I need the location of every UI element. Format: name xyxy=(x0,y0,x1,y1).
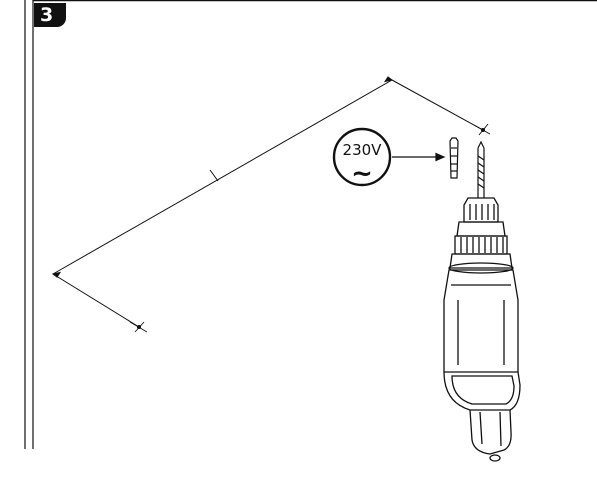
arrow-to-plug xyxy=(392,152,446,162)
drill-bit-icon xyxy=(477,140,485,198)
dimension-line xyxy=(51,76,484,328)
step-number-badge: 3 xyxy=(34,3,66,27)
drill-body xyxy=(443,197,521,462)
ac-symbol: ~ xyxy=(351,159,373,189)
voltage-label: 230V xyxy=(343,141,383,159)
hole-mark-left xyxy=(129,321,148,333)
voltage-symbol: 230V ~ xyxy=(332,127,392,189)
hole-mark-right xyxy=(473,123,491,136)
wall-plug-icon xyxy=(449,137,459,179)
